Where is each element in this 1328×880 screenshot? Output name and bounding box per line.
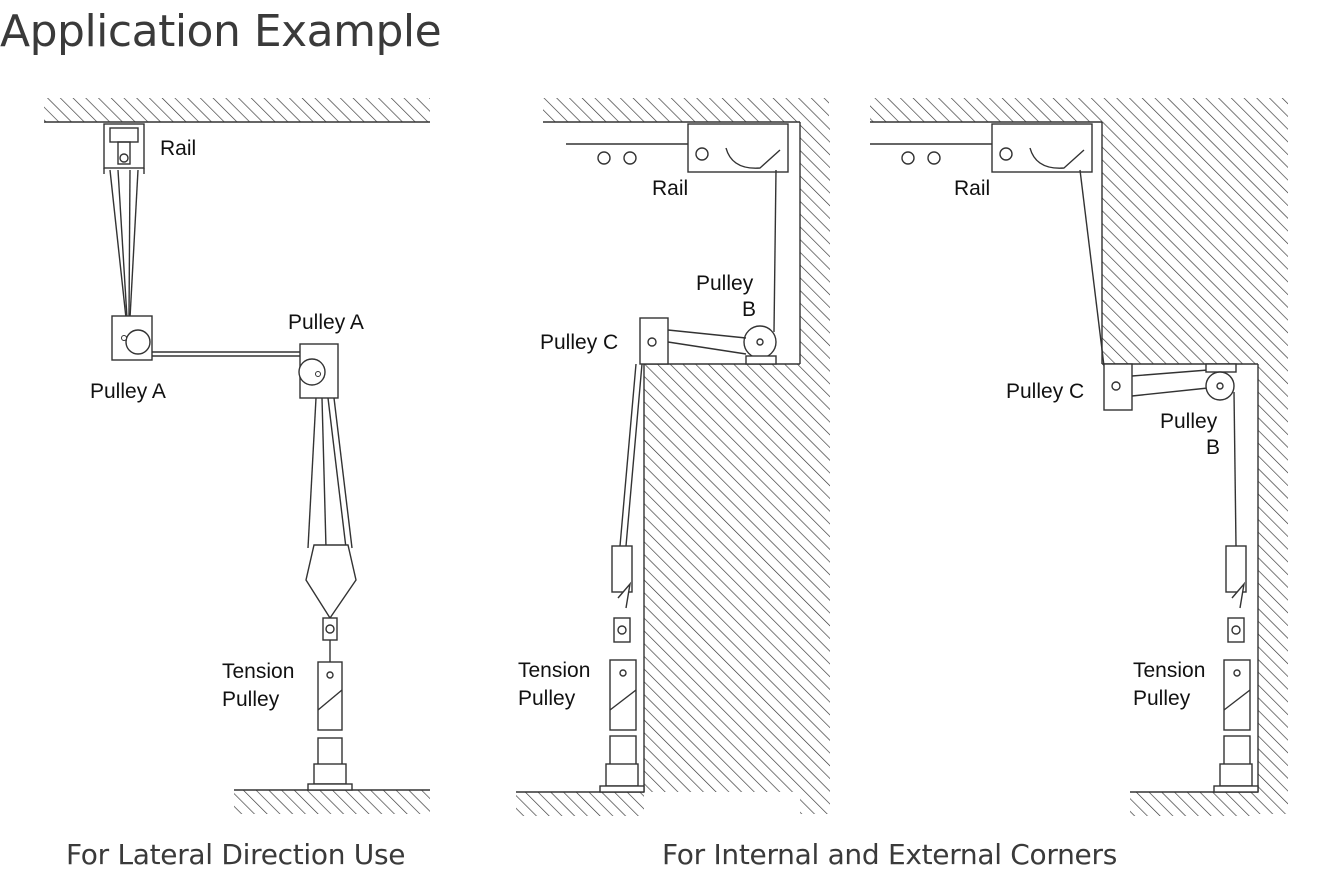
floor-hatch-3 [1130, 792, 1258, 816]
lateral-diagram [44, 98, 430, 814]
label-tension-1a: Tension [222, 660, 294, 683]
label-pulley-a-bottom: Pulley A [90, 380, 166, 403]
pulley-c-3 [1103, 363, 1133, 411]
label-tension-2a: Tension [518, 659, 590, 682]
rail-track-3 [870, 123, 1093, 173]
wall-right-hatch-3 [1258, 364, 1288, 814]
wall-block-hatch-3 [1102, 122, 1288, 364]
label-pulley-b-3a: Pulley [1160, 410, 1218, 433]
label-rail-2: Rail [652, 177, 688, 200]
label-pulley-b-2a: Pulley [696, 272, 754, 295]
label-rail-3: Rail [954, 177, 990, 200]
wall-right-hatch-2 [800, 122, 830, 814]
pulley-b-2 [743, 325, 777, 365]
label-rail-1: Rail [160, 137, 196, 160]
ceiling-hatch-2 [543, 98, 829, 122]
tension-weight [305, 544, 357, 641]
tension-pulley-3 [1213, 545, 1259, 793]
label-tension-3a: Tension [1133, 659, 1205, 682]
label-pulley-a-top: Pulley A [288, 311, 364, 334]
tension-pulley-2 [599, 545, 645, 793]
ceiling-hatch-3 [870, 98, 1288, 122]
caption-lateral: For Lateral Direction Use [66, 838, 406, 871]
label-pulley-c-2: Pulley C [540, 331, 618, 354]
internal-corner-diagram [516, 98, 830, 816]
wall-block-hatch-2 [644, 364, 800, 792]
label-pulley-c-3: Pulley C [1006, 380, 1084, 403]
rail-section [103, 123, 145, 174]
rail-track-2 [566, 123, 789, 173]
ceiling-hatch [44, 98, 430, 122]
floor-hatch [234, 790, 430, 814]
label-pulley-b-2b: B [742, 298, 756, 321]
external-corner-diagram [870, 98, 1288, 816]
caption-corners: For Internal and External Corners [662, 838, 1117, 871]
pulley-a-right [298, 343, 339, 399]
pulley-a-left [111, 315, 153, 361]
pulley-c-2 [639, 317, 669, 365]
floor-hatch-2 [516, 792, 644, 816]
page-title: Application Example [0, 6, 442, 57]
label-tension-2b: Pulley [518, 687, 576, 710]
label-tension-3b: Pulley [1133, 687, 1191, 710]
tension-pulley-lateral [307, 640, 353, 791]
label-pulley-b-3b: B [1206, 436, 1220, 459]
label-tension-1b: Pulley [222, 688, 280, 711]
pulley-b-3 [1205, 363, 1237, 401]
